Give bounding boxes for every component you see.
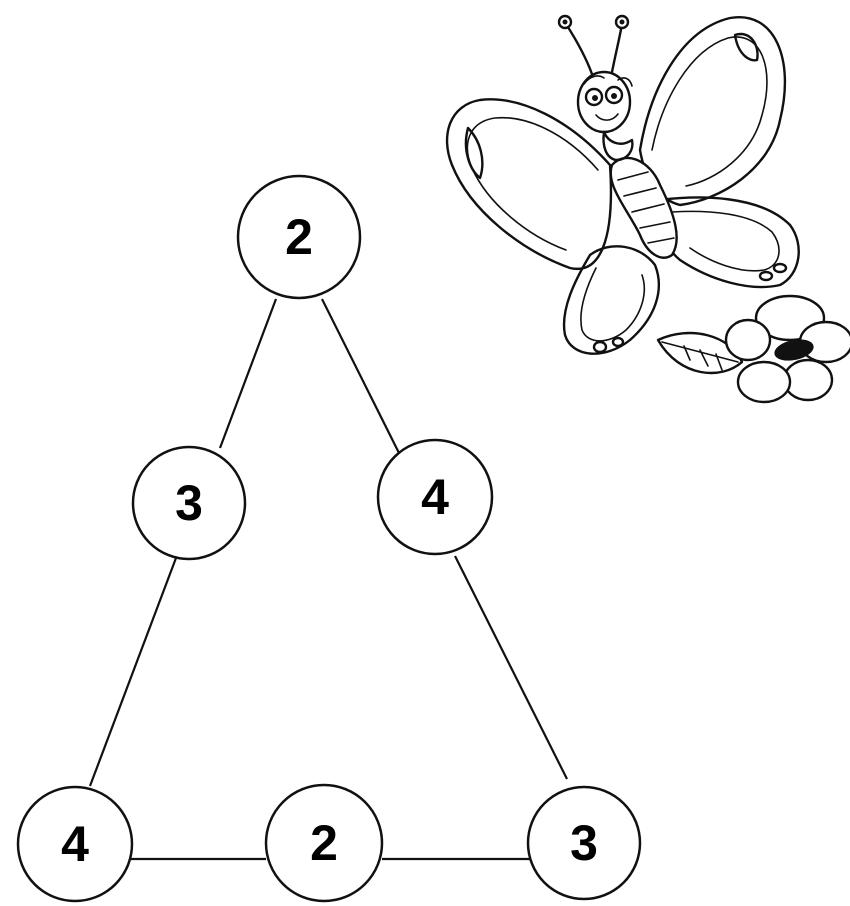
puzzle-edges	[88, 298, 568, 861]
node-bottom-middle: 2	[264, 783, 384, 903]
leaf-icon	[656, 331, 744, 375]
node-mid-right-circle	[376, 438, 494, 556]
node-top-circle	[236, 174, 362, 300]
node-bottom-middle-value: 2	[310, 815, 338, 871]
edge-mid-right-to-bottom-right	[454, 555, 568, 780]
node-mid-left-value: 3	[175, 475, 203, 531]
node-top: 2	[236, 174, 362, 300]
node-bottom-left-circle	[16, 785, 134, 903]
node-bottom-right-circle	[526, 785, 642, 901]
node-top-value: 2	[285, 209, 313, 265]
edge-mid-left-to-bottom-left	[88, 557, 178, 787]
node-bottom-left-value: 4	[61, 816, 89, 872]
node-bottom-middle-circle	[264, 783, 384, 903]
butterfly-icon	[445, 14, 800, 355]
node-mid-right: 4	[376, 438, 494, 556]
edge-top-to-mid-left	[218, 298, 278, 449]
node-mid-right-value: 4	[421, 469, 449, 525]
edge-top-to-mid-right	[321, 298, 401, 456]
node-bottom-right-value: 3	[570, 815, 598, 871]
node-bottom-right: 3	[526, 785, 642, 901]
flower-icon	[724, 294, 850, 404]
node-bottom-left: 4	[16, 785, 134, 903]
node-mid-left: 3	[131, 445, 247, 561]
node-mid-left-circle	[131, 445, 247, 561]
